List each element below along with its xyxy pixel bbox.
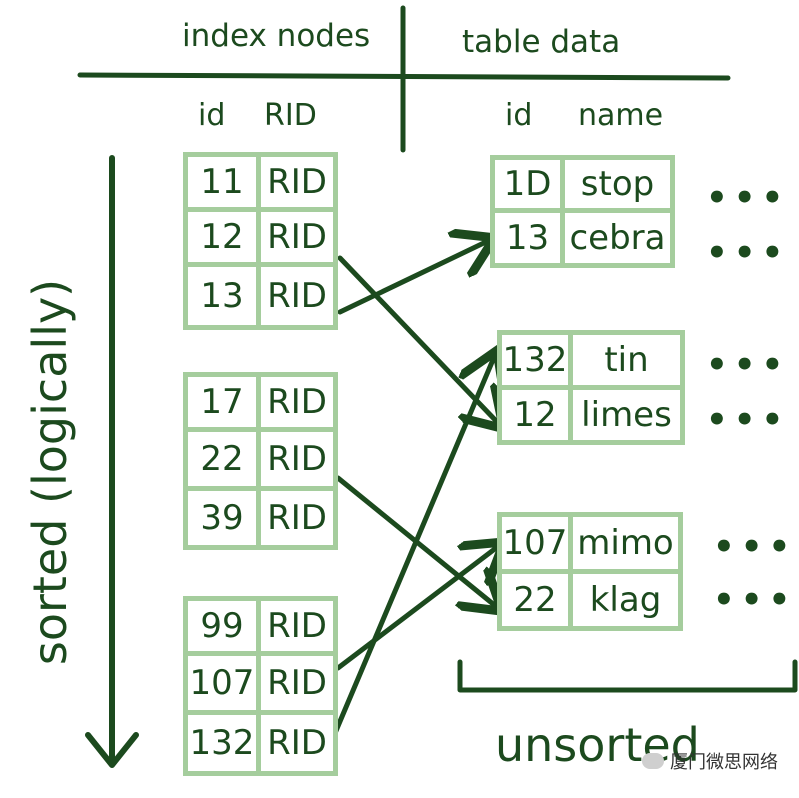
pointer-arrow [335, 545, 500, 671]
index-id-cell: 11 [183, 152, 261, 212]
index-col-rid: RID [264, 98, 317, 133]
index-id-cell: 132 [183, 710, 261, 776]
table-id-cell: 132 [497, 330, 573, 390]
unsorted-label: unsorted [495, 718, 700, 772]
table-name-cell: tin [568, 330, 685, 390]
ellipsis: ••• [706, 400, 790, 440]
index-id-cell: 17 [183, 372, 261, 432]
index-rid-cell: RID [256, 262, 338, 330]
header-index-nodes: index nodes [182, 18, 371, 54]
table-name-cell: cebra [560, 208, 675, 268]
index-rid-cell: RID [256, 152, 338, 212]
pointer-arrows [327, 240, 500, 748]
pointer-arrow [327, 355, 495, 748]
index-rid-cell: RID [256, 372, 338, 432]
index-col-id: id [198, 98, 226, 133]
index-id-cell: 107 [183, 651, 261, 715]
index-rid-cell: RID [256, 207, 338, 267]
ellipsis: ••• [706, 233, 790, 273]
unsorted-bracket [457, 659, 798, 693]
table-col-name: name [578, 98, 664, 133]
index-id-cell: 22 [183, 427, 261, 491]
chat-bubble-icon [642, 753, 664, 769]
header-table-data: table data [462, 24, 621, 60]
pointer-arrow [337, 255, 500, 425]
pointer-arrow [337, 240, 490, 315]
index-id-cell: 12 [183, 207, 261, 267]
index-id-cell: 39 [183, 486, 261, 550]
table-col-id: id [505, 98, 533, 133]
table-id-cell: 22 [497, 569, 573, 631]
index-rid-cell: RID [256, 710, 338, 776]
table-id-cell: 12 [497, 385, 573, 445]
table-id-cell: 107 [497, 512, 573, 574]
ellipsis: ••• [706, 178, 790, 218]
watermark: 厦门微思网络 [642, 748, 778, 774]
table-name-cell: mimo [568, 512, 683, 574]
table-id-cell: 13 [490, 208, 565, 268]
ellipsis: ••• [713, 527, 797, 567]
table-name-cell: klag [568, 569, 683, 631]
table-name-cell: limes [568, 385, 685, 445]
index-rid-cell: RID [256, 486, 338, 550]
table-name-cell: stop [560, 155, 675, 213]
index-id-cell: 13 [183, 262, 261, 330]
table-id-cell: 1D [490, 155, 565, 213]
index-rid-cell: RID [256, 651, 338, 715]
index-rid-cell: RID [256, 596, 338, 656]
ellipsis: ••• [706, 345, 790, 385]
sorted-axis-arrowhead [85, 732, 139, 768]
sorted-label: sorted (logically) [23, 278, 77, 666]
ellipsis: ••• [713, 580, 797, 620]
index-id-cell: 99 [183, 596, 261, 656]
watermark-text: 厦门微思网络 [670, 752, 778, 773]
index-rid-cell: RID [256, 427, 338, 491]
